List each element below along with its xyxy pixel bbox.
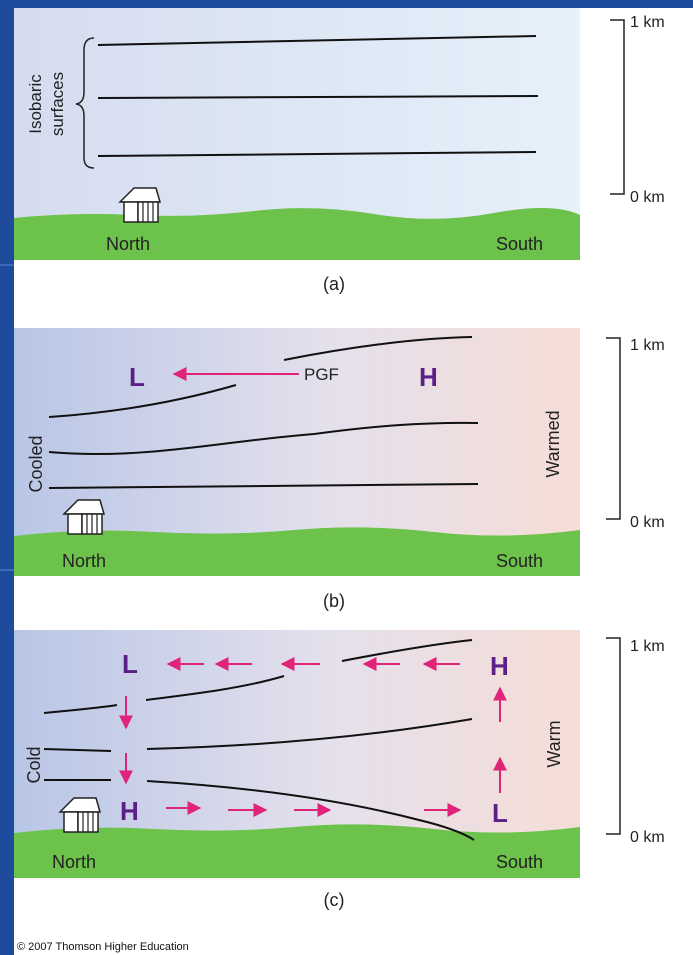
pgf-label: PGF [304,365,339,384]
panel-a-scale-bottom: 0 km [630,189,665,206]
panel-c-low-bottom-label: L [492,798,508,828]
bracket-label-line2: surfaces [48,72,67,136]
isobar-a-middle [97,95,539,99]
isobar-b-bottom [48,483,479,489]
panel-c-scale-bottom: 0 km [630,829,665,846]
panel-b-caption: (b) [323,591,345,611]
isobar-c-middle-right [146,718,473,750]
isobar-c-top-right [341,639,473,662]
panel-c-caption: (c) [324,890,345,910]
panel-b-south-label: South [496,551,543,571]
isobar-c-top-middle [145,675,285,701]
isobar-c-bottom-right [146,780,475,841]
pressure-gradient-diagram: Isobaric surfaces North South (a) 1 km 0… [14,8,665,910]
panel-b-low-label: L [129,362,145,392]
isobar-b-top-right [283,336,473,361]
cold-label: Cold [24,746,44,783]
panel-c-height-scale [606,637,621,835]
isobar-a-top [97,35,537,46]
panel-b-north-label: North [62,551,106,571]
panel-a-scale-top: 1 km [630,14,665,31]
isobar-b-middle [48,421,479,456]
panel-a-caption: (a) [323,274,345,294]
house-icon [58,797,101,833]
copyright-notice: © 2007 Thomson Higher Education [17,941,189,953]
panel-c-scale-top: 1 km [630,638,665,655]
isobar-c-top-left [43,704,118,714]
panel-a: Isobaric surfaces North South (a) 1 km 0… [14,8,665,294]
panel-b-high-label: H [419,362,438,392]
house-icon [62,499,105,535]
warm-label: Warm [544,720,564,767]
panel-a-north-label: North [106,234,150,254]
warmed-label: Warmed [543,410,563,477]
panel-a-height-scale [610,19,625,195]
panel-b: PGF L H Cooled Warmed North South (b) 1 … [14,328,665,611]
house-icon [118,187,161,223]
panel-c: L H H L Cold Warm North South (c) 1 km 0… [14,630,665,910]
panel-b-height-scale [606,337,621,520]
panel-c-high-top-label: H [490,651,509,681]
panel-c-north-label: North [52,852,96,872]
panel-c-low-top-label: L [122,649,138,679]
isobar-a-bottom [97,151,537,157]
isobar-c-middle-left [43,748,112,752]
cooled-label: Cooled [26,435,46,492]
panel-b-ground [14,527,580,576]
panel-c-south-label: South [496,852,543,872]
panel-b-scale-bottom: 0 km [630,514,665,531]
panel-c-high-bottom-label: H [120,796,139,826]
panel-c-ground [14,824,580,878]
panel-a-south-label: South [496,234,543,254]
bracket-label-line1: Isobaric [26,74,45,134]
panel-b-scale-top: 1 km [630,337,665,354]
figure-slide: Isobaric surfaces North South (a) 1 km 0… [14,8,693,955]
brace-icon [75,37,95,169]
isobar-b-top-left [48,384,237,418]
